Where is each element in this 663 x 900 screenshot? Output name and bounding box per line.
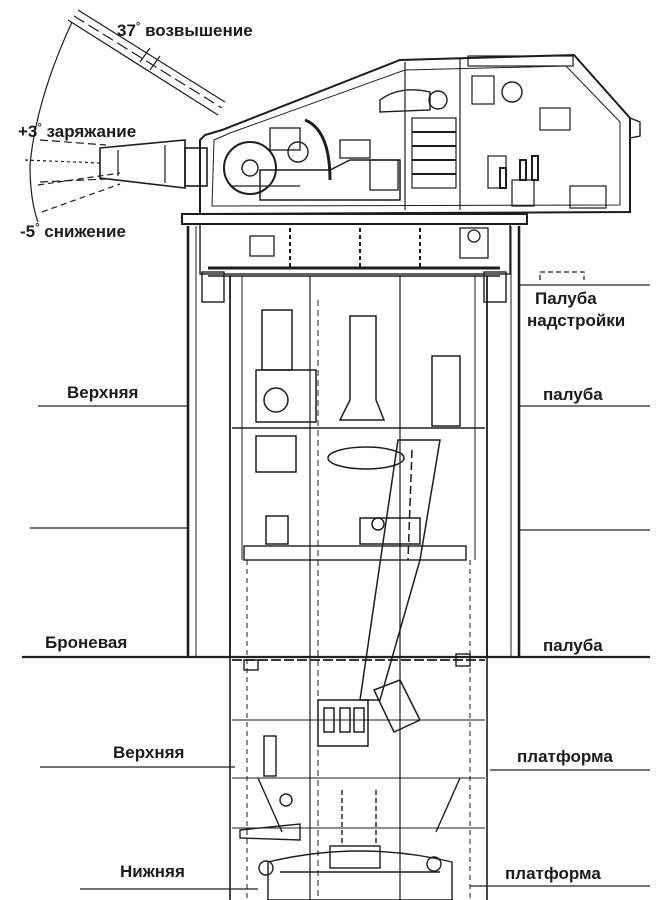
barbette [186, 226, 521, 657]
armored-deck-label-left: Броневая [45, 633, 128, 652]
upper-platform-label-left: Верхняя [113, 743, 185, 762]
elevation-depression-label: -5° снижение [20, 218, 126, 242]
upper-platform-label-right: платформа [517, 747, 613, 766]
elevation-loading-unit: ° [37, 122, 42, 134]
lower-platform-label-left: Нижняя [120, 862, 185, 881]
lower-platform-label-right: платформа [505, 864, 601, 883]
superstructure-deck-label-2: надстройки [527, 311, 626, 330]
elevation-max-text: возвышение [145, 21, 253, 40]
upper-deck-label-left: Верхняя [67, 383, 139, 402]
elevation-fan [24, 9, 226, 223]
handling-room [239, 653, 471, 900]
elevation-loading-text: заряжание [46, 122, 137, 141]
roller-path [181, 213, 528, 303]
elevation-depression-text: снижение [44, 222, 126, 241]
ammunition-hoist [255, 309, 461, 747]
elevation-loading-label: +3° заряжание [18, 118, 136, 142]
elevation-max-unit: ° [135, 21, 141, 33]
turret-house [199, 53, 641, 216]
elevation-depression-unit: ° [35, 222, 40, 234]
elevation-depression-deg: -5 [20, 222, 36, 241]
elevation-max-label: 37° возвышение [117, 17, 253, 41]
deck-lines [22, 271, 650, 890]
superstructure-deck-label-1: Палуба [535, 289, 597, 308]
upper-deck-label-right: палуба [543, 385, 603, 404]
rotating-trunk [229, 276, 488, 900]
elevation-loading-deg: +3 [18, 122, 38, 141]
armored-deck-label-right: палуба [543, 636, 603, 655]
elevation-max-deg: 37 [117, 21, 136, 40]
